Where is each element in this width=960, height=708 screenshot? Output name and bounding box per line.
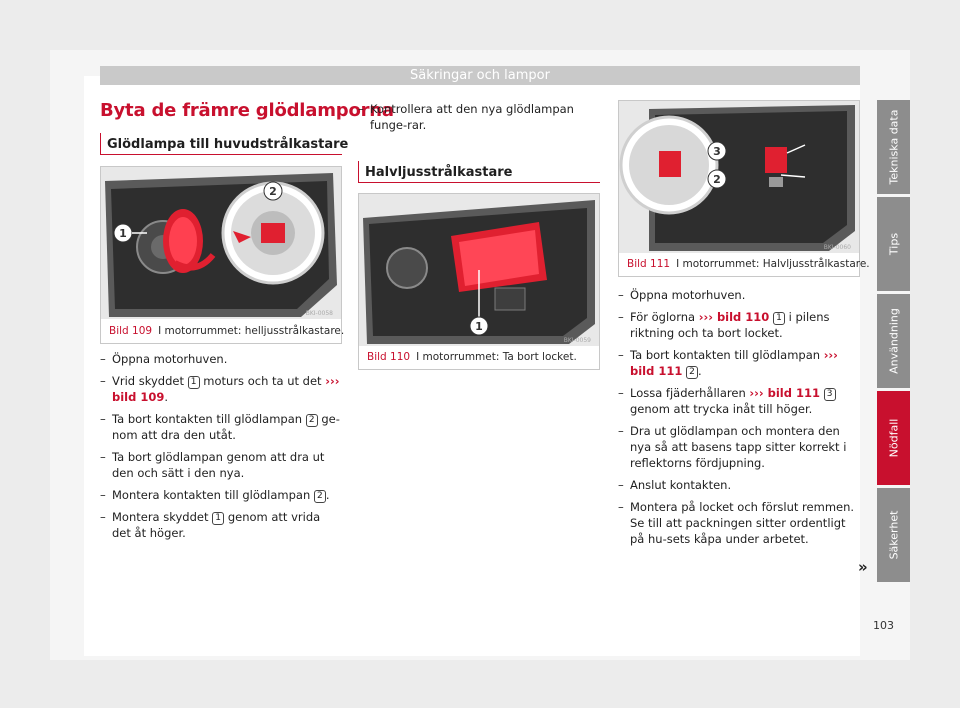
list-item: Öppna motorhuven.	[100, 351, 342, 367]
figure-109: 1 2 BKI-0058	[100, 166, 342, 344]
list-item: Vrid skyddet 1 moturs och ta ut det ››› …	[100, 373, 342, 405]
low-beam-illustration: 3 2 BKI-0060	[619, 101, 859, 253]
figure-code: BKI-0060	[824, 244, 851, 251]
tab-anvandning[interactable]: Användning	[877, 294, 910, 388]
subheading-underline	[358, 182, 600, 183]
steps-low-beam: Öppna motorhuven. För öglorna ››› bild 1…	[618, 287, 860, 553]
list-item: Ta bort kontakten till glödlampan 2 ge-n…	[100, 411, 342, 443]
callout-2: 2	[269, 185, 277, 198]
callout-3: 3	[713, 145, 721, 158]
list-item: Ta bort glödlampan genom att dra ut den …	[100, 449, 342, 481]
callout-ref: 1	[772, 312, 785, 325]
list-item: Anslut kontakten.	[618, 477, 860, 493]
figure-link[interactable]: ››› bild 111	[630, 348, 838, 378]
list-item: Kontrollera att den nya glödlampan funge…	[358, 101, 600, 133]
tab-tekniska-data[interactable]: Tekniska data	[877, 100, 910, 194]
figure-link[interactable]: ››› bild 110	[698, 310, 770, 324]
callout-ref: 2	[686, 366, 699, 379]
figure-110: 1 BKI-0059	[358, 193, 600, 370]
tab-nodfall[interactable]: Nödfall	[877, 391, 910, 485]
page-number: 103	[873, 619, 894, 632]
subheading-underline	[100, 154, 342, 155]
subheading-low-beam: Halvljusstrålkastare	[358, 161, 512, 183]
callout-ref: 1	[212, 512, 225, 525]
callout-1: 1	[119, 227, 127, 240]
figure-code: BKI-0059	[564, 337, 591, 344]
figure-label: Bild 111	[627, 258, 671, 270]
figure-code: BKI-0058	[306, 310, 333, 317]
callout-2: 2	[713, 173, 721, 186]
list-item: Lossa fjäderhållaren ››› bild 111 3 geno…	[618, 385, 860, 417]
figure-label: Bild 109	[109, 325, 153, 337]
callout-ref: 3	[823, 388, 836, 401]
chapter-header: Säkringar och lampor	[100, 66, 860, 85]
figure-link[interactable]: ››› bild 109	[112, 374, 340, 404]
callout-ref: 2	[305, 414, 318, 427]
subheading-main-beam: Glödlampa till huvudstrålkastare	[100, 133, 348, 155]
figure-link[interactable]: ››› bild 111	[749, 386, 820, 400]
list-item: Montera skyddet 1 genom att vrida det åt…	[100, 509, 342, 541]
tab-sakerhet[interactable]: Säkerhet	[877, 488, 910, 582]
figure-label: Bild 110	[367, 351, 411, 363]
list-item: Dra ut glödlampan och montera den nya så…	[618, 423, 860, 471]
callout-1: 1	[475, 320, 483, 333]
steps-main-beam-cont: Kontrollera att den nya glödlampan funge…	[358, 101, 600, 139]
list-item: Ta bort kontakten till glödlampan ››› bi…	[618, 347, 860, 379]
figure-111: 3 2 BKI-0060	[618, 100, 860, 277]
list-item: För öglorna ››› bild 110 1 i pilens rikt…	[618, 309, 860, 341]
list-item: Montera på locket och förslut remmen. Se…	[618, 499, 860, 547]
callout-ref: 2	[313, 490, 326, 503]
callout-ref: 1	[187, 376, 200, 389]
continue-mark: »	[858, 558, 868, 576]
section-title: Byta de främre glödlamporna	[100, 100, 394, 121]
tab-tips[interactable]: Tips	[877, 197, 910, 291]
headlight-illustration: 1 2 BKI-0058	[101, 167, 341, 319]
steps-main-beam: Öppna motorhuven. Vrid skyddet 1 moturs …	[100, 351, 342, 547]
headlight-cover-illustration: 1 BKI-0059	[359, 194, 599, 346]
list-item: Montera kontakten till glödlampan 2.	[100, 487, 342, 503]
list-item: Öppna motorhuven.	[618, 287, 860, 303]
